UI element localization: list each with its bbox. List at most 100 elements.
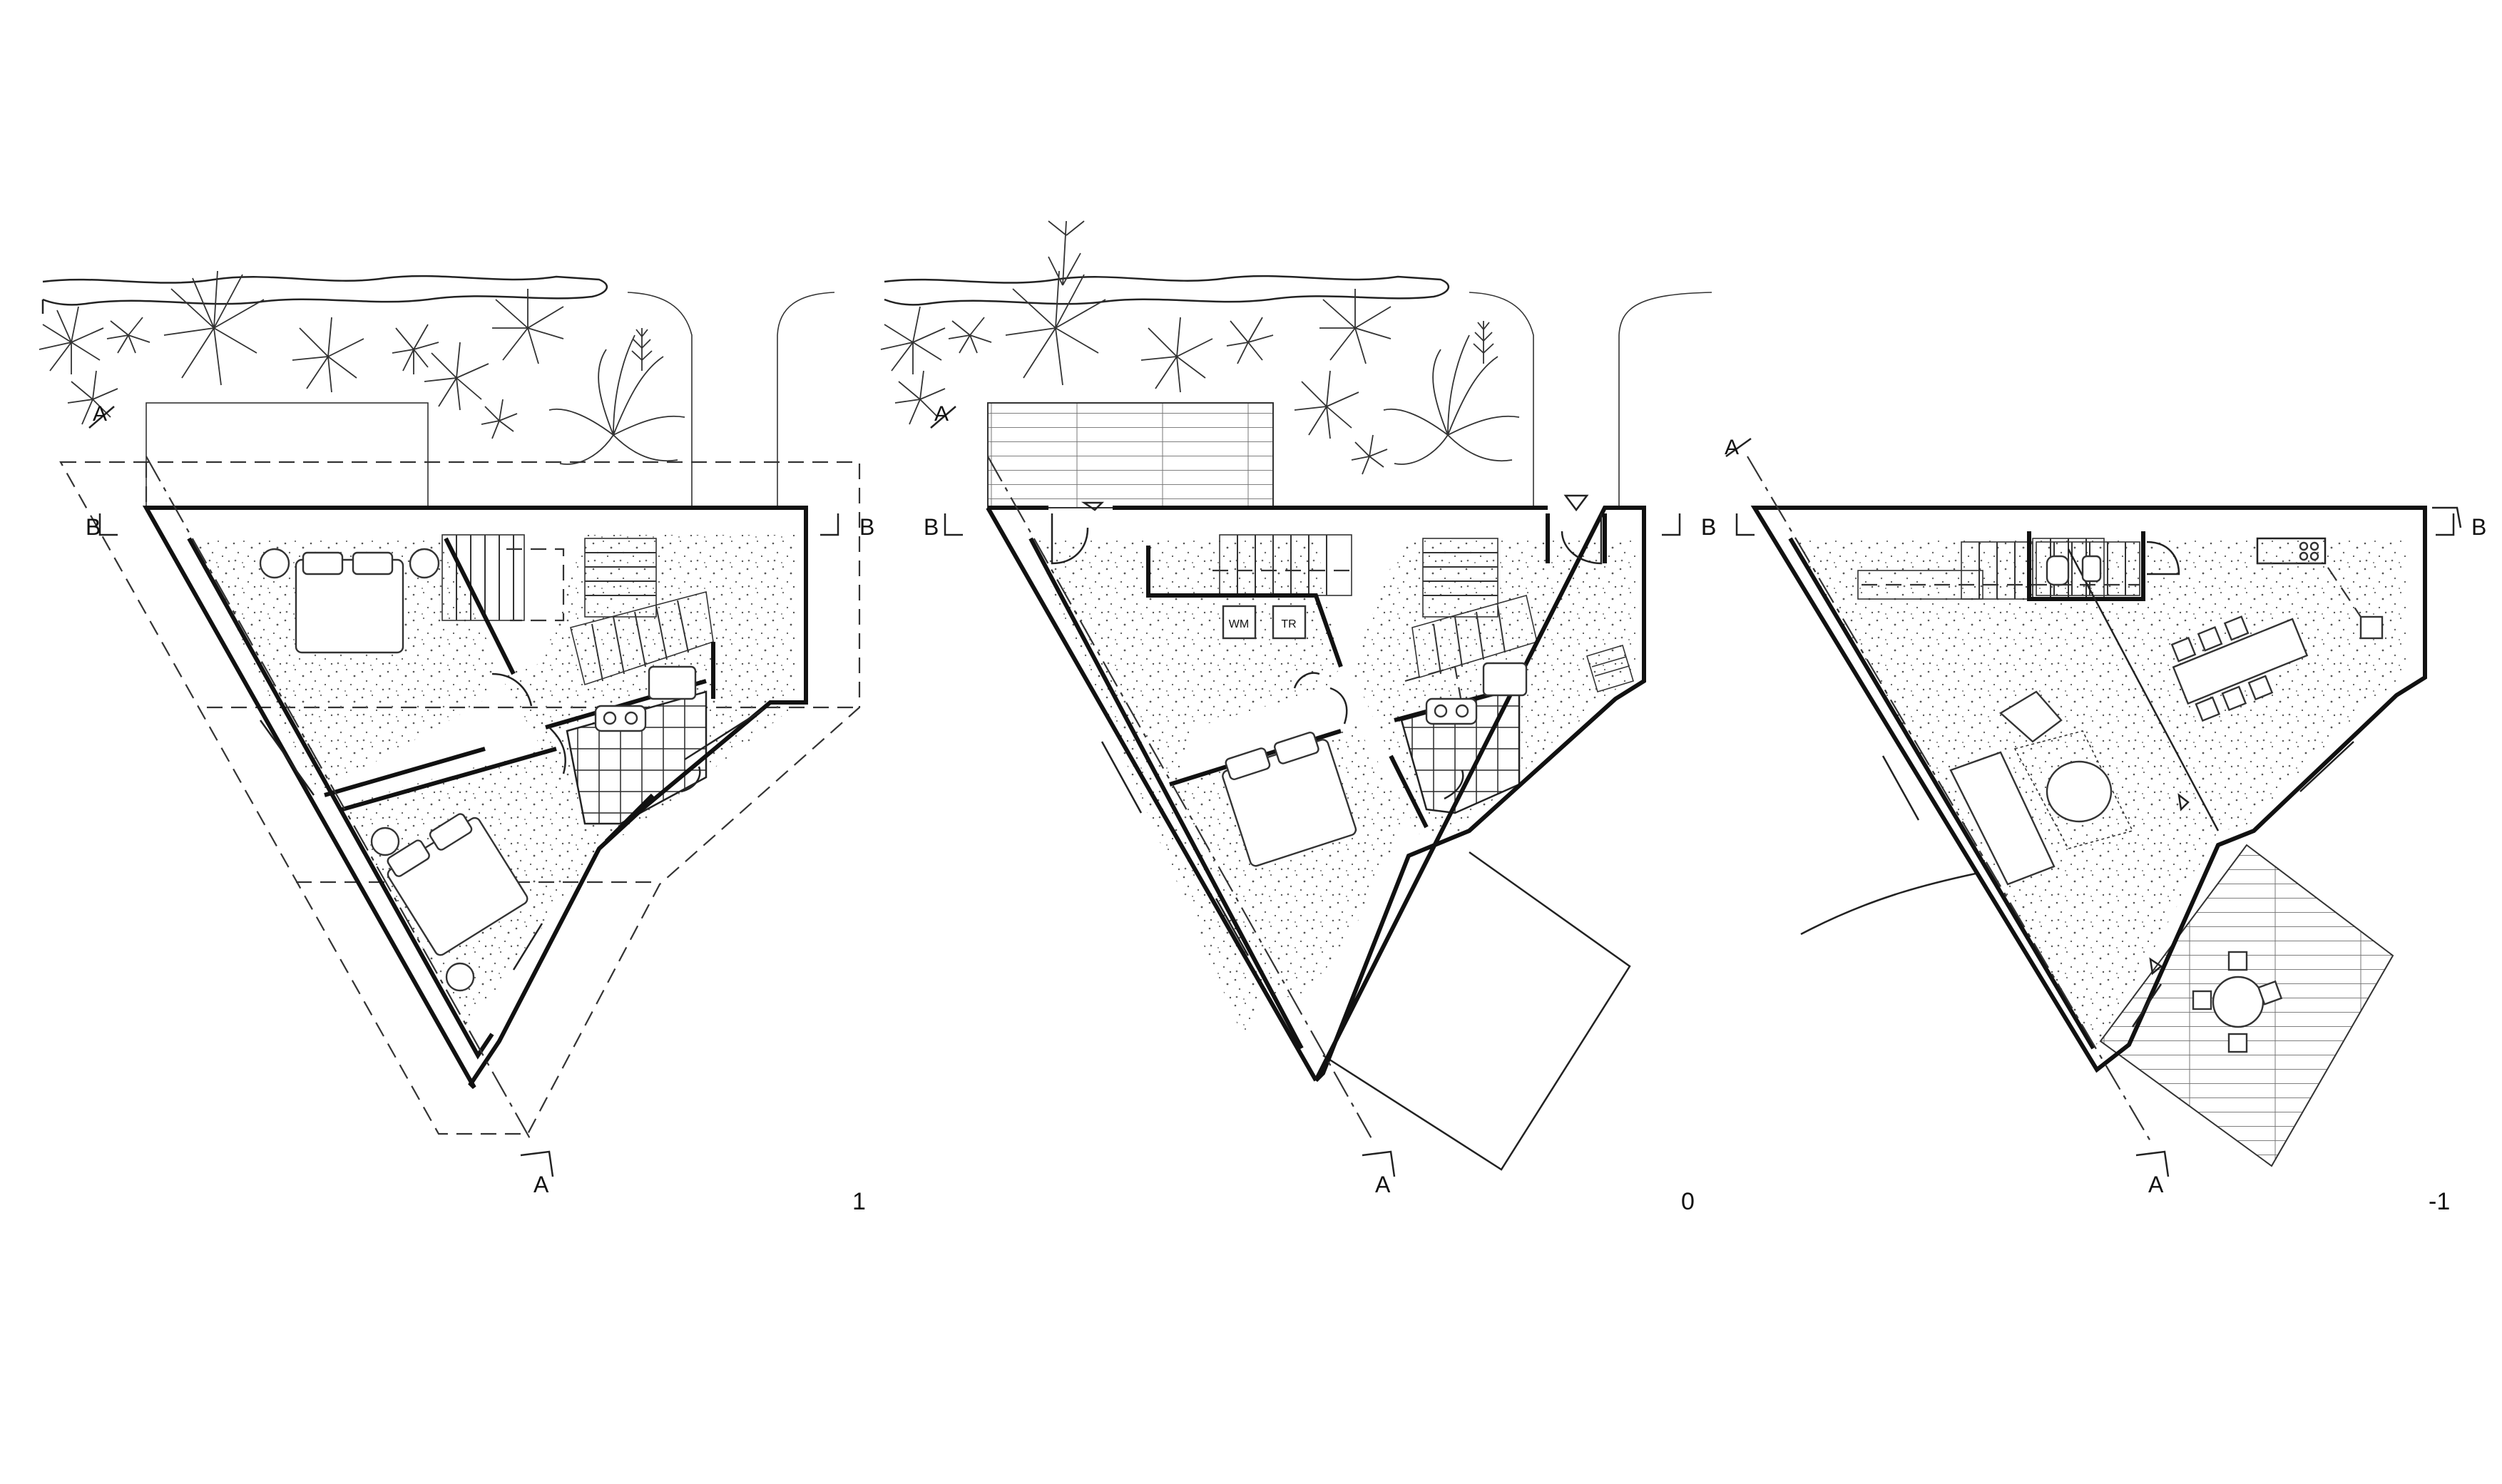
section-line-a-1	[145, 456, 532, 1142]
section-marker-a-bottom: A	[1362, 1150, 1396, 1197]
window-2	[512, 923, 543, 971]
section-a-label: A	[2148, 1172, 2164, 1197]
section-a-label: A	[93, 402, 107, 426]
section-marker-a-bottom: A	[2135, 1150, 2170, 1197]
level-label: -1	[2429, 1188, 2450, 1215]
entry-marker	[2149, 957, 2163, 976]
ground-floor-main	[1031, 538, 1341, 1041]
appliance-label-tr: TR	[1281, 618, 1296, 630]
bath-wall-0b	[1389, 754, 1429, 829]
section-marker-b-right: B	[820, 513, 874, 540]
bathroom-fixtures-0	[1425, 662, 1528, 800]
entry-path	[1322, 851, 1631, 1171]
section-marker-b-left: B	[86, 513, 118, 540]
bedroom-partition-2	[342, 747, 557, 812]
kitchen-counter	[2256, 537, 2384, 640]
living-kitchen-edge	[2067, 548, 2220, 831]
wc-walls-minus-1	[2027, 531, 2145, 601]
section-b-label: B	[859, 514, 874, 540]
section-line-a-0	[987, 456, 1374, 1142]
section-b-label: B	[1701, 514, 1716, 540]
stair-arrow-1	[506, 548, 565, 622]
plan-level-0: WM TR B B	[880, 220, 1716, 1215]
window-m1b	[2131, 983, 2163, 1028]
deck-terrace	[987, 402, 1274, 508]
tumble-dryer: TR	[1272, 605, 1307, 640]
west-inner-0	[1028, 537, 1304, 1050]
section-marker-a-top: A	[930, 402, 956, 429]
section-a-label: A	[934, 402, 949, 426]
window-m1a	[1881, 755, 1920, 821]
level-label: 0	[1681, 1188, 1695, 1215]
agave-plant	[1383, 334, 1520, 465]
terrain-line	[1800, 872, 1976, 936]
bath-wall-2	[604, 793, 655, 844]
outer-walls-minus-1	[1750, 506, 2427, 1073]
bathroom-fixtures-1	[594, 665, 701, 793]
bed-0	[1222, 731, 1357, 867]
plant-clusters	[39, 270, 564, 439]
shower-grate	[1586, 645, 1634, 692]
west-inner-minus-1	[1788, 537, 2095, 1050]
entry-marker	[2177, 793, 2190, 812]
entry-marker	[1081, 501, 1105, 511]
section-marker-a-top: A	[1725, 436, 1752, 459]
section-marker-b-left: B	[924, 513, 963, 540]
section-marker-b-right: B	[2436, 513, 2486, 540]
door-0a	[1051, 513, 1089, 565]
door-minus-1	[2146, 541, 2180, 575]
retaining-edge	[2432, 506, 2462, 528]
bedside-table	[445, 962, 475, 992]
utility-wall-0	[1146, 546, 1343, 667]
bedroom-floor-1	[189, 538, 499, 792]
agave-plant	[548, 334, 685, 465]
section-marker-a-top: A	[88, 402, 115, 429]
roof-outline	[59, 461, 861, 1135]
door-0d	[1329, 687, 1348, 725]
terrace-dining-set	[2192, 951, 2283, 1053]
sprig-plant	[631, 327, 653, 372]
door-swing-1	[491, 672, 533, 707]
entry-jamb-0	[1546, 513, 1607, 563]
sprig-plant	[1473, 320, 1494, 364]
door-0b	[1561, 513, 1603, 565]
bedroom-partition-1	[324, 747, 486, 797]
dining-table	[2170, 615, 2309, 722]
door-0c	[1293, 672, 1320, 689]
section-b-label: B	[924, 514, 939, 540]
section-b-label: B	[86, 514, 101, 540]
plan-level-minus-1: B B A A -1	[1701, 436, 2486, 1215]
plant-clusters	[880, 220, 1392, 475]
garden-hedge	[880, 220, 1712, 508]
section-marker-b-left: B	[1701, 513, 1755, 540]
bedside-table	[370, 827, 400, 856]
section-b-label: B	[1701, 514, 1716, 540]
appliance-label-wm: WM	[1229, 618, 1249, 630]
level-label: 1	[852, 1188, 866, 1215]
inner-wall-west-1	[187, 537, 494, 1060]
section-a-label: A	[1725, 436, 1739, 459]
living-furniture	[1949, 690, 2134, 886]
door-swing-2	[548, 727, 566, 774]
bed-2	[387, 813, 529, 956]
section-marker-b-right: B	[1662, 513, 1716, 540]
window-m1c	[2299, 741, 2354, 792]
window-0b	[1215, 898, 1250, 956]
stair-wall-1	[444, 537, 516, 675]
section-line-a-minus-1	[1747, 456, 2151, 1142]
plan-level-1: B B A A 1	[39, 270, 874, 1215]
terrace-above	[145, 402, 429, 508]
wc-fixtures	[2046, 555, 2102, 586]
entry-marker	[1563, 494, 1589, 512]
west-wall-0	[986, 506, 1318, 1082]
kitchen-floor	[2068, 538, 2407, 831]
garden-hedge	[39, 270, 835, 508]
window-0a	[1101, 741, 1143, 814]
window-1	[259, 720, 315, 796]
section-marker-a-bottom: A	[520, 1150, 554, 1197]
washing-machine: WM	[1222, 605, 1257, 640]
section-b-label: B	[2471, 514, 2486, 540]
outer-walls-0	[988, 506, 1646, 1083]
section-a-label: A	[1375, 1172, 1391, 1197]
